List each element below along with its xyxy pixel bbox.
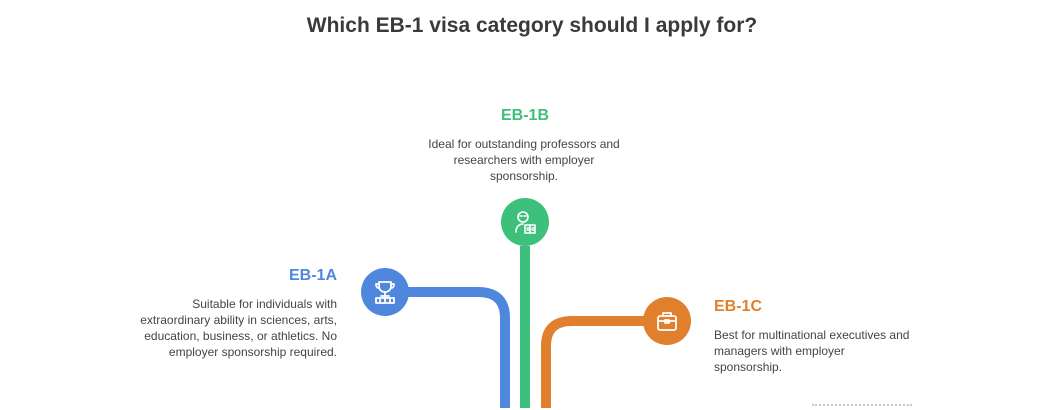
eb1a-label: EB-1A	[288, 267, 337, 284]
diagram-title: Which EB-1 visa category should I apply …	[306, 14, 758, 37]
eb1b-description: Ideal for outstanding professors and res…	[428, 137, 620, 183]
eb1b-label: EB-1B	[500, 107, 549, 124]
eb1c-connector	[541, 316, 645, 408]
eb1c-label: EB-1C	[714, 298, 763, 315]
professor-reading-icon	[515, 211, 536, 234]
watermark-mark	[812, 404, 912, 410]
eb1a-description: Suitable for individuals with extraordin…	[140, 297, 337, 359]
eb1b-node	[501, 198, 549, 246]
eb1c-node	[643, 297, 691, 345]
briefcase-icon	[657, 312, 677, 331]
eb1c-description: Best for multinational executives and ma…	[714, 328, 910, 374]
eb1a-node	[361, 268, 409, 316]
trophy-icon	[375, 281, 395, 304]
eb1a-connector	[406, 287, 510, 408]
